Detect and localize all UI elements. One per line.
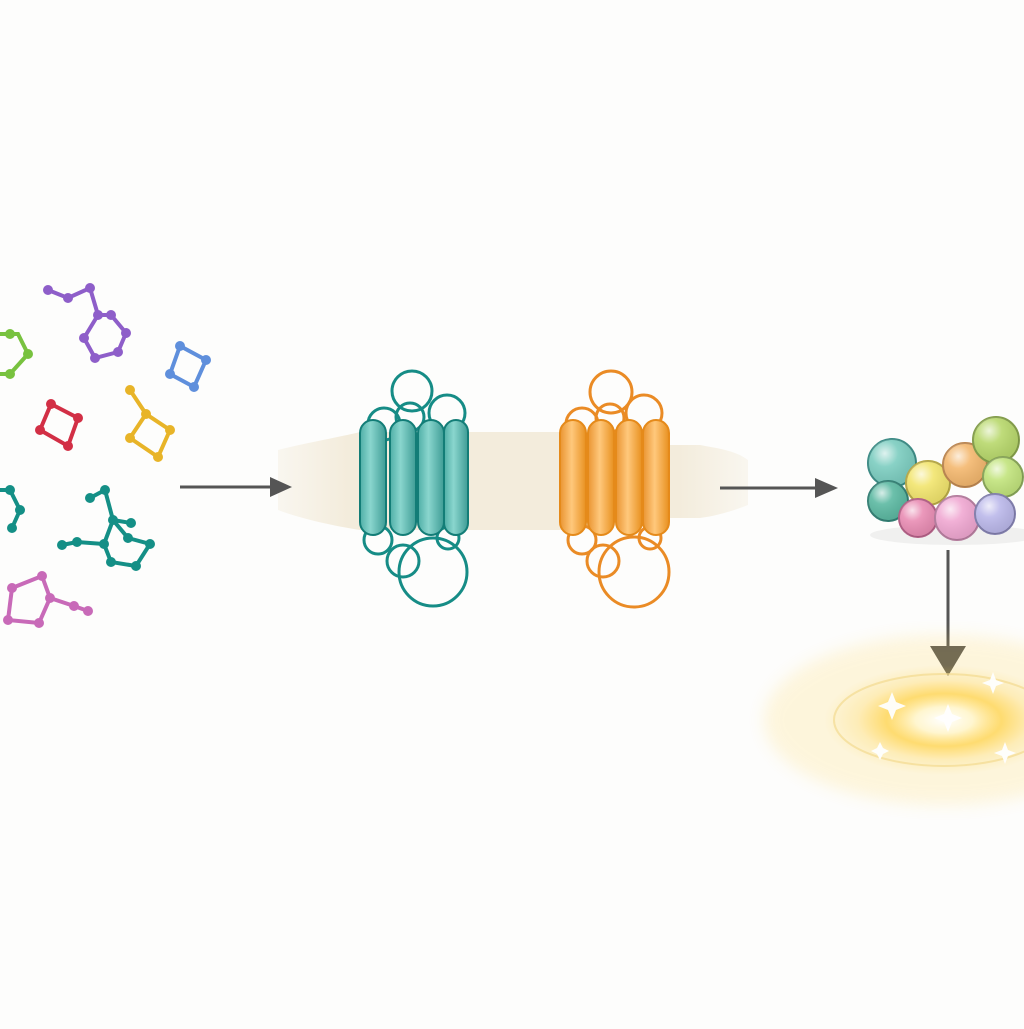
ligand-yellow bbox=[125, 385, 175, 462]
ligand-teal-right bbox=[57, 485, 155, 571]
membrane-channel bbox=[278, 432, 748, 530]
cluster-sphere bbox=[867, 480, 909, 522]
ligand-green bbox=[0, 329, 33, 379]
ligand-teal-left bbox=[0, 485, 25, 533]
output-arrow bbox=[720, 478, 838, 498]
sparkle-icon bbox=[934, 704, 962, 732]
sparkle-icon bbox=[878, 692, 906, 720]
input-arrow bbox=[180, 477, 292, 497]
cluster-sphere bbox=[867, 438, 917, 488]
cluster-sphere bbox=[905, 460, 951, 506]
sparkle-icon bbox=[994, 742, 1016, 764]
cluster-sphere bbox=[972, 416, 1020, 464]
cluster-sphere bbox=[934, 495, 980, 541]
protein-cluster bbox=[867, 416, 1024, 545]
sparkle-icon bbox=[871, 742, 889, 760]
cluster-sphere bbox=[974, 493, 1016, 535]
cluster-sphere bbox=[898, 498, 938, 538]
ligand-group bbox=[0, 283, 211, 628]
receptor-teal bbox=[359, 369, 469, 608]
response-glow bbox=[764, 635, 1024, 805]
ligand-pink bbox=[3, 571, 93, 628]
receptor-orange bbox=[559, 369, 671, 609]
cluster-sphere bbox=[982, 456, 1024, 498]
cluster-sphere bbox=[942, 442, 988, 488]
sparkle-group bbox=[871, 672, 1016, 764]
sparkle-icon bbox=[982, 672, 1004, 694]
ligand-blue bbox=[165, 341, 211, 392]
ligand-red bbox=[35, 399, 83, 451]
ligand-purple bbox=[43, 283, 131, 363]
